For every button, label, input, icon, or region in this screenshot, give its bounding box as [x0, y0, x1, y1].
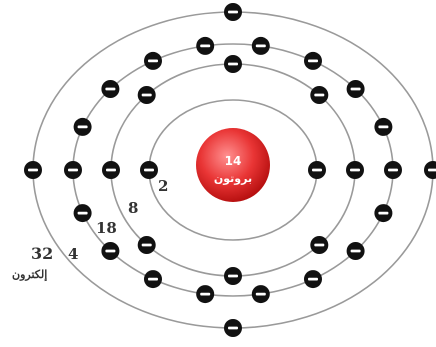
electron-icon	[144, 52, 162, 70]
electron-icon	[24, 161, 42, 179]
electron-icon	[310, 236, 328, 254]
electron-icon	[224, 267, 242, 285]
electron-icon	[310, 86, 328, 104]
electron-icon	[224, 3, 242, 21]
nucleus-proton-label: بروتون	[214, 172, 252, 185]
electron-icon	[374, 204, 392, 222]
electron-icon	[138, 236, 156, 254]
electron-icon	[384, 161, 402, 179]
nucleus-proton-count: 14	[225, 154, 242, 168]
shell-4-count-label: 4	[68, 245, 78, 263]
electron-icon	[138, 86, 156, 104]
electron-icon	[196, 285, 214, 303]
electron-icon	[347, 242, 365, 260]
electron-icon	[144, 270, 162, 288]
electron-icon	[424, 161, 436, 179]
electron-icon	[64, 161, 82, 179]
electron-icon	[101, 242, 119, 260]
total-electron-label: إلكترون	[12, 268, 47, 282]
electron-icon	[102, 161, 120, 179]
electron-icon	[101, 80, 119, 98]
electron-icon	[347, 80, 365, 98]
electron-icon	[304, 52, 322, 70]
electron-icon	[140, 161, 158, 179]
nucleus: 14 بروتون	[196, 128, 270, 202]
shell-1-count-label: 2	[158, 177, 168, 195]
electron-icon	[374, 118, 392, 136]
electron-icon	[196, 37, 214, 55]
electron-icon	[224, 319, 242, 337]
shell-2-count-label: 8	[128, 199, 138, 217]
electron-icon	[74, 204, 92, 222]
shell-3-count-label: 18	[96, 219, 117, 237]
electron-icon	[224, 55, 242, 73]
electron-icon	[74, 118, 92, 136]
electron-icon	[252, 37, 270, 55]
total-electron-count: 32	[31, 244, 53, 263]
electron-icon	[308, 161, 326, 179]
electron-icon	[304, 270, 322, 288]
electron-icon	[252, 285, 270, 303]
electron-icon	[346, 161, 364, 179]
